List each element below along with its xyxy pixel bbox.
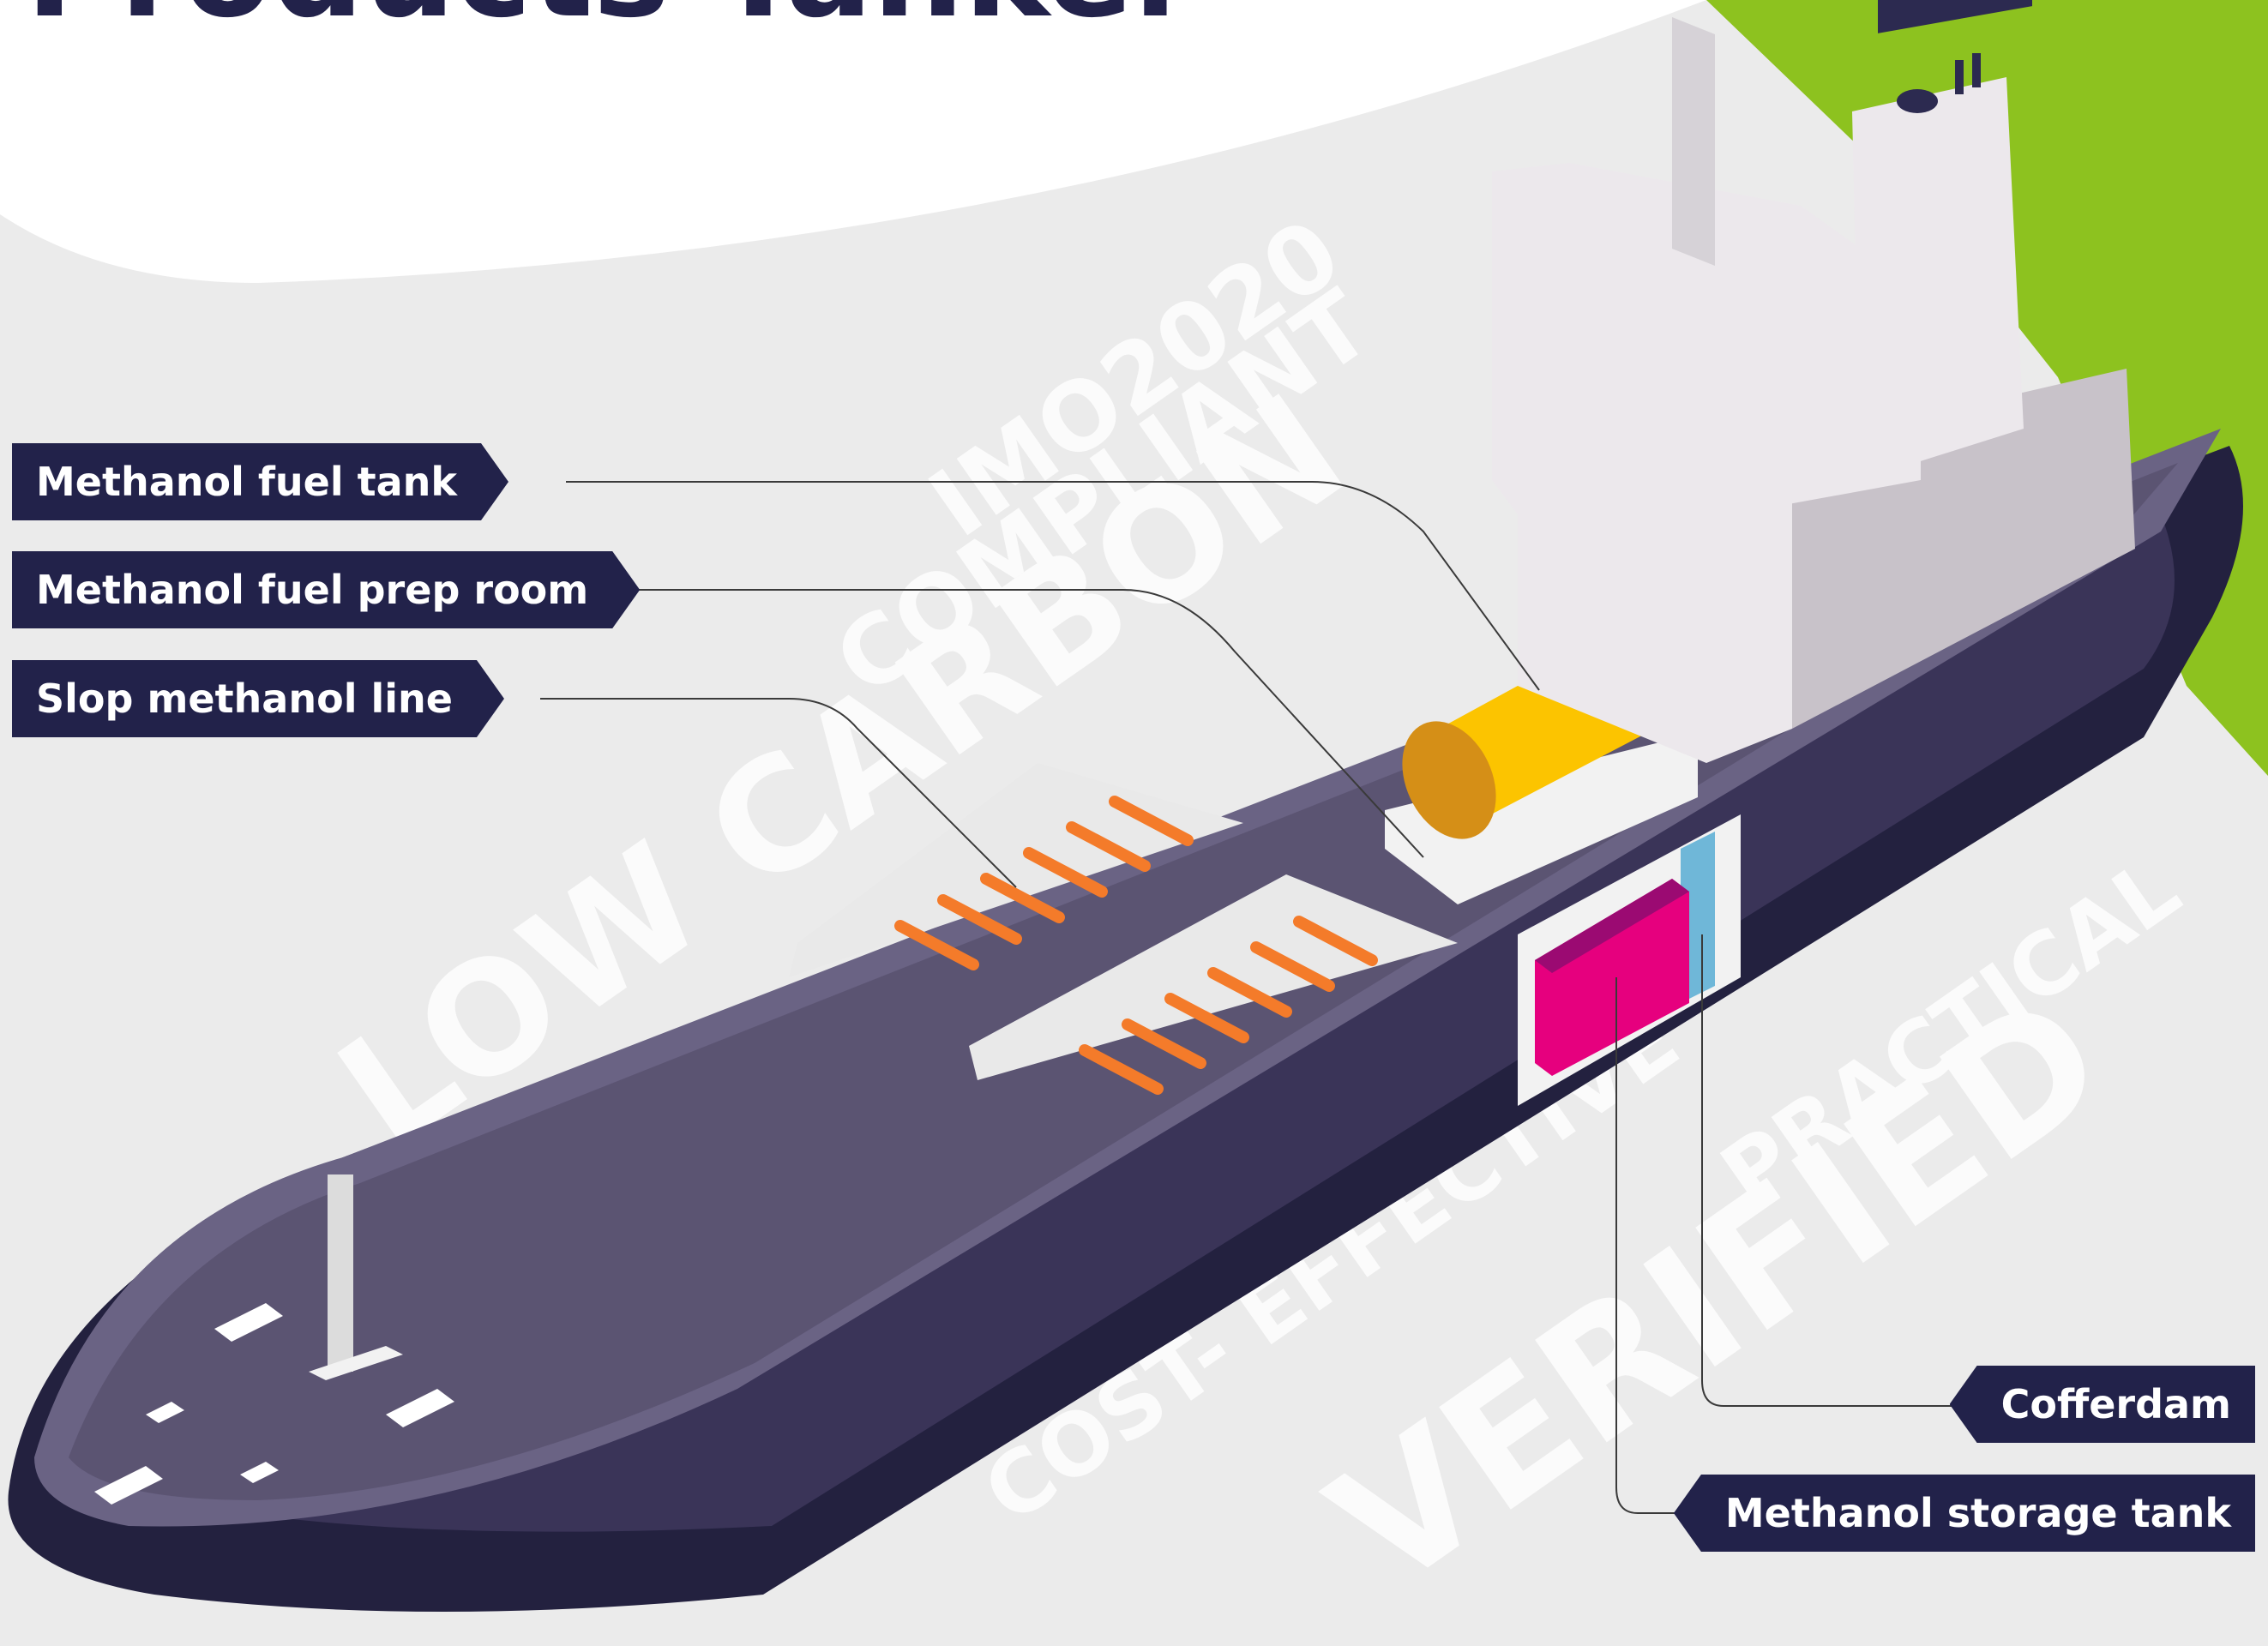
leader-cofferdam <box>1701 934 1964 1407</box>
label-methanol-storage-tank: Methanol storage tank <box>1673 1475 2255 1552</box>
label-cofferdam: Cofferdam <box>1949 1366 2255 1443</box>
bow-fittings <box>94 1174 454 1505</box>
label-methanol-fuel-prep-room: Methanol fuel prep room <box>12 551 640 628</box>
leader-lines <box>540 481 1964 1514</box>
slop-methanol-pipes <box>894 796 1378 1095</box>
methanol-storage-tank <box>1535 879 1689 1076</box>
superstructure <box>1492 0 2135 763</box>
page-title: Products Tanker <box>26 0 1197 46</box>
label-methanol-fuel-tank: Methanol fuel tank <box>12 443 508 520</box>
storage-tank-top <box>1535 879 1689 973</box>
green-accent <box>1706 0 2268 776</box>
fuel-prep-room <box>1385 733 1698 904</box>
title-panel <box>0 0 1706 283</box>
label-slop-methanol-line: Slop methanol line <box>12 660 504 737</box>
leader-fuel-tank <box>566 481 1540 691</box>
leader-storage-tank <box>1615 977 1715 1514</box>
leader-slop-line <box>540 698 1017 888</box>
leader-prep-room <box>613 589 1424 858</box>
